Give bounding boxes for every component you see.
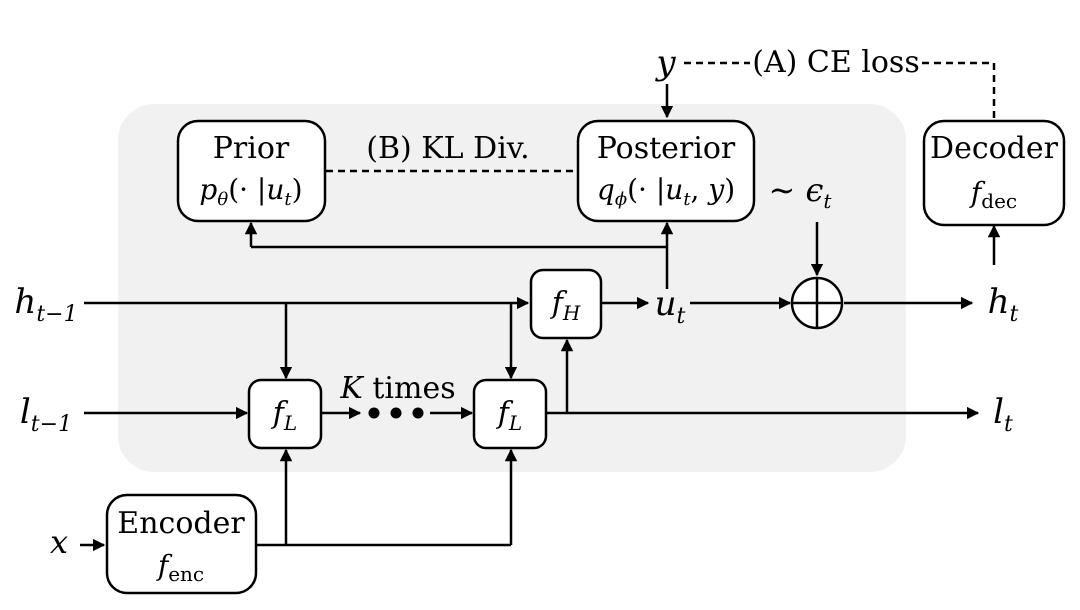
x-label: x: [50, 523, 68, 561]
posterior-node: Posterior qϕ(· |ut, y): [576, 119, 756, 223]
h-next-label: ht: [988, 282, 1019, 327]
decoder-title: Decoder: [930, 131, 1059, 166]
posterior-formula: qϕ(· |ut, y): [597, 173, 735, 210]
encoder-node: Encoder fenc: [105, 493, 258, 595]
k-times-dots: [368, 407, 424, 419]
h-prev-label: ht−1: [14, 282, 77, 327]
fh-node: fH: [529, 268, 603, 340]
y-label: y: [654, 43, 676, 83]
kl-div-label: (B) KL Div.: [366, 131, 529, 166]
fl-node-second: fL: [472, 378, 548, 450]
k-times-label: K times: [339, 371, 455, 406]
epsilon-label: ∼ ϵt: [769, 171, 833, 213]
prior-formula: pθ(· |ut): [199, 173, 302, 210]
encoder-title: Encoder: [117, 506, 245, 541]
l-next-label: lt: [993, 392, 1013, 437]
prior-title: Prior: [213, 131, 290, 166]
fl-node-first: fL: [247, 378, 323, 450]
plus-combine-node: [790, 276, 844, 330]
prior-node: Prior pθ(· |ut): [176, 119, 327, 223]
posterior-title: Posterior: [597, 131, 736, 166]
decoder-node: Decoder fdec: [922, 119, 1066, 227]
l-prev-label: lt−1: [20, 392, 72, 437]
u-label: ut: [655, 284, 686, 329]
ce-loss-label: (A) CE loss: [752, 45, 919, 80]
encoder-formula: fenc: [156, 549, 204, 586]
